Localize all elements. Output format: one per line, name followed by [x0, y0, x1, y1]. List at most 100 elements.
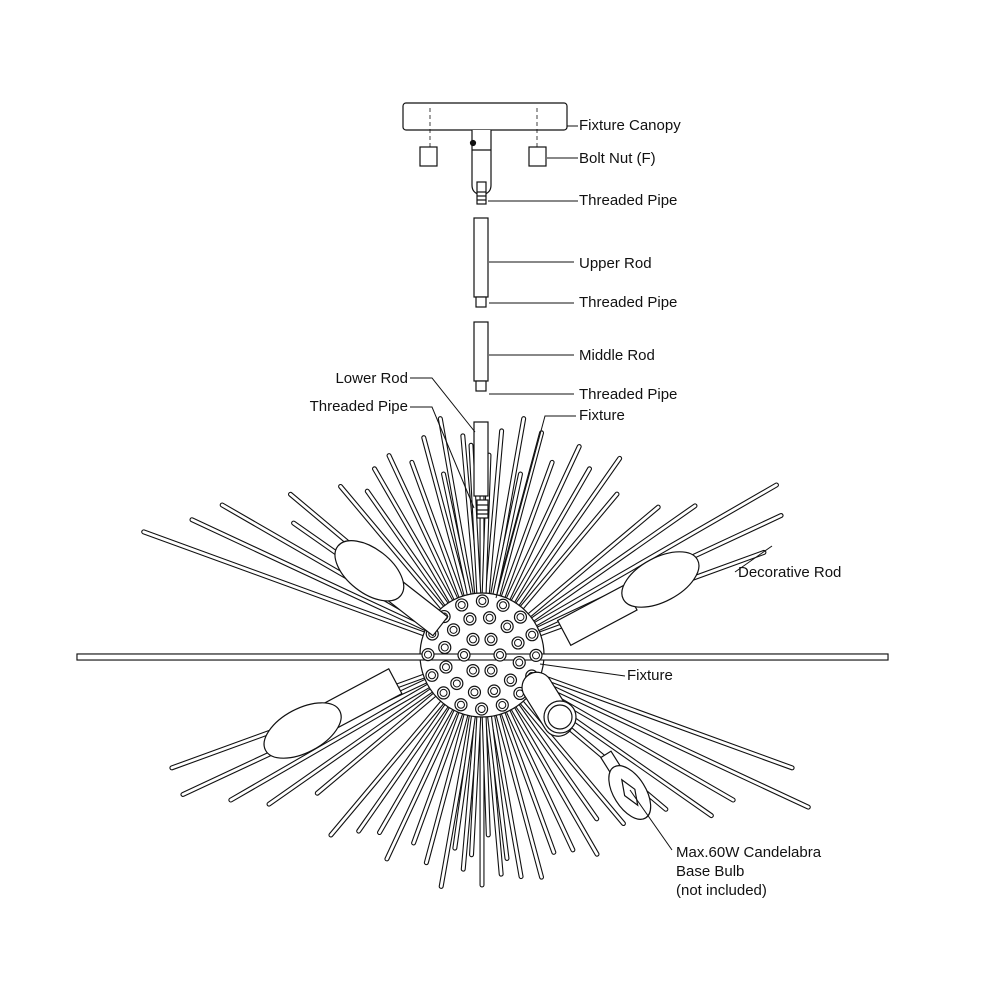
label-threaded-pipe-3: Threaded Pipe [579, 386, 678, 403]
decorative-rod-inner [487, 417, 526, 618]
label-bulb-line3: (not included) [676, 882, 767, 899]
socket-hole [466, 663, 480, 678]
socket-hole [500, 619, 514, 634]
label-fixture-canopy: Fixture Canopy [579, 117, 681, 134]
socket-hole-inner [477, 704, 486, 713]
socket-hole-inner [490, 687, 499, 696]
socket-hole-inner [499, 601, 508, 610]
socket-hole [439, 660, 453, 674]
label-fixture-top: Fixture [579, 407, 625, 424]
decorative-rod-inner [365, 489, 461, 624]
socket-hole-inner [469, 666, 477, 675]
label-bulb-line2: Base Bulb [676, 863, 745, 880]
upper-rod [473, 217, 489, 298]
decorative-rod-inner [494, 460, 554, 619]
decorative-rod-inner [142, 530, 446, 643]
socket-hole [475, 702, 489, 716]
horizontal-rod-front [76, 653, 889, 661]
decorative-rod-inner [339, 485, 458, 626]
label-fixture-mid: Fixture [627, 667, 673, 684]
decorative-rod-inner [497, 689, 575, 852]
socket-hole-inner [503, 622, 512, 631]
socket-hole-inner [470, 688, 479, 697]
socket-hole [513, 610, 528, 624]
decorative-rod-inner [410, 460, 470, 619]
socket-hole-inner [531, 651, 540, 660]
decorative-rod-inner [329, 684, 458, 837]
socket-hole [529, 648, 543, 662]
lower-rod [473, 421, 489, 497]
socket-hole-inner [456, 700, 465, 709]
socket-hole-inner [452, 679, 461, 688]
decorative-rod-inner [422, 436, 474, 618]
mounting-parts [402, 102, 568, 519]
decorative-rod-inner [518, 667, 794, 770]
socket-hole-inner [440, 643, 449, 652]
decorative-rod-inner [385, 689, 467, 861]
decorative-rod-inner [511, 505, 660, 631]
decorative-rod-inner [494, 691, 556, 854]
socket-hole-inner [516, 613, 525, 622]
fixture-sphere [76, 592, 889, 718]
decorative-rod-inner [506, 684, 625, 825]
decorative-rod-inner [387, 454, 467, 621]
decorative-rod-inner [438, 417, 477, 618]
decorative-rod-inner [515, 483, 778, 637]
decorative-rod-inner [469, 443, 482, 617]
socket-hole-inner [515, 658, 524, 667]
socket-hole [450, 676, 464, 691]
socket-hole-inner [469, 635, 477, 644]
socket-hole [484, 632, 498, 647]
decorative-rod-inner [267, 676, 451, 806]
socket-hole [475, 594, 489, 608]
socket-hole [503, 673, 518, 687]
socket-hole [457, 648, 471, 662]
label-upper-rod: Upper Rod [579, 255, 652, 272]
decorative-rod-inner [442, 472, 476, 618]
decorative-rod-inner [490, 431, 543, 618]
threaded-pipe-3 [475, 380, 487, 392]
decorative-rod-inner [500, 467, 591, 622]
socket-hole-inner [427, 671, 436, 680]
decorative-rod-inner [373, 467, 464, 622]
socket-hole [512, 655, 526, 670]
bolt-nut-left [419, 146, 438, 167]
socket-hole [484, 663, 498, 678]
decorative-rod-inner [439, 692, 477, 888]
decorative-rod-inner [503, 686, 599, 821]
socket-hole [446, 623, 461, 637]
decorative-rod-inner [315, 679, 453, 795]
middle-rod [473, 321, 489, 382]
decorative-rod-inner [453, 693, 478, 850]
decorative-rod-inner [490, 692, 543, 879]
socket-hole-inner [496, 651, 504, 659]
socket-hole [467, 685, 482, 699]
decorative-rod-inner [190, 518, 448, 640]
socket-hole-inner [457, 600, 466, 609]
socket-hole-inner [487, 635, 495, 644]
fixture-canopy [402, 102, 568, 131]
socket-hole [438, 640, 452, 655]
label-bulb-line1: Max.60W Candelabra [676, 844, 822, 861]
decorative-rod-inner [470, 693, 482, 857]
socket-hole [421, 648, 435, 662]
socket-hole-inner [506, 676, 515, 685]
socket-hole-inner [449, 625, 458, 634]
leader-lines [410, 125, 773, 851]
socket-hole [455, 598, 469, 612]
socket-hole [482, 611, 497, 625]
decorative-rod-inner [503, 457, 622, 624]
socket-hole [425, 668, 439, 682]
decorative-rod-inner [484, 429, 504, 617]
bolt-nut-right [528, 146, 547, 167]
socket-hole-inner [528, 630, 537, 639]
decorative-rod-inner [487, 692, 523, 878]
socket-hole-inner [460, 651, 468, 659]
label-threaded-pipe-2: Threaded Pipe [579, 294, 678, 311]
socket-hole-inner [478, 597, 487, 606]
decorative-rod-inner [506, 492, 619, 626]
label-lower-rod: Lower Rod [335, 370, 408, 387]
decorative-rod-inner [378, 688, 464, 834]
socket-hole [436, 686, 451, 700]
